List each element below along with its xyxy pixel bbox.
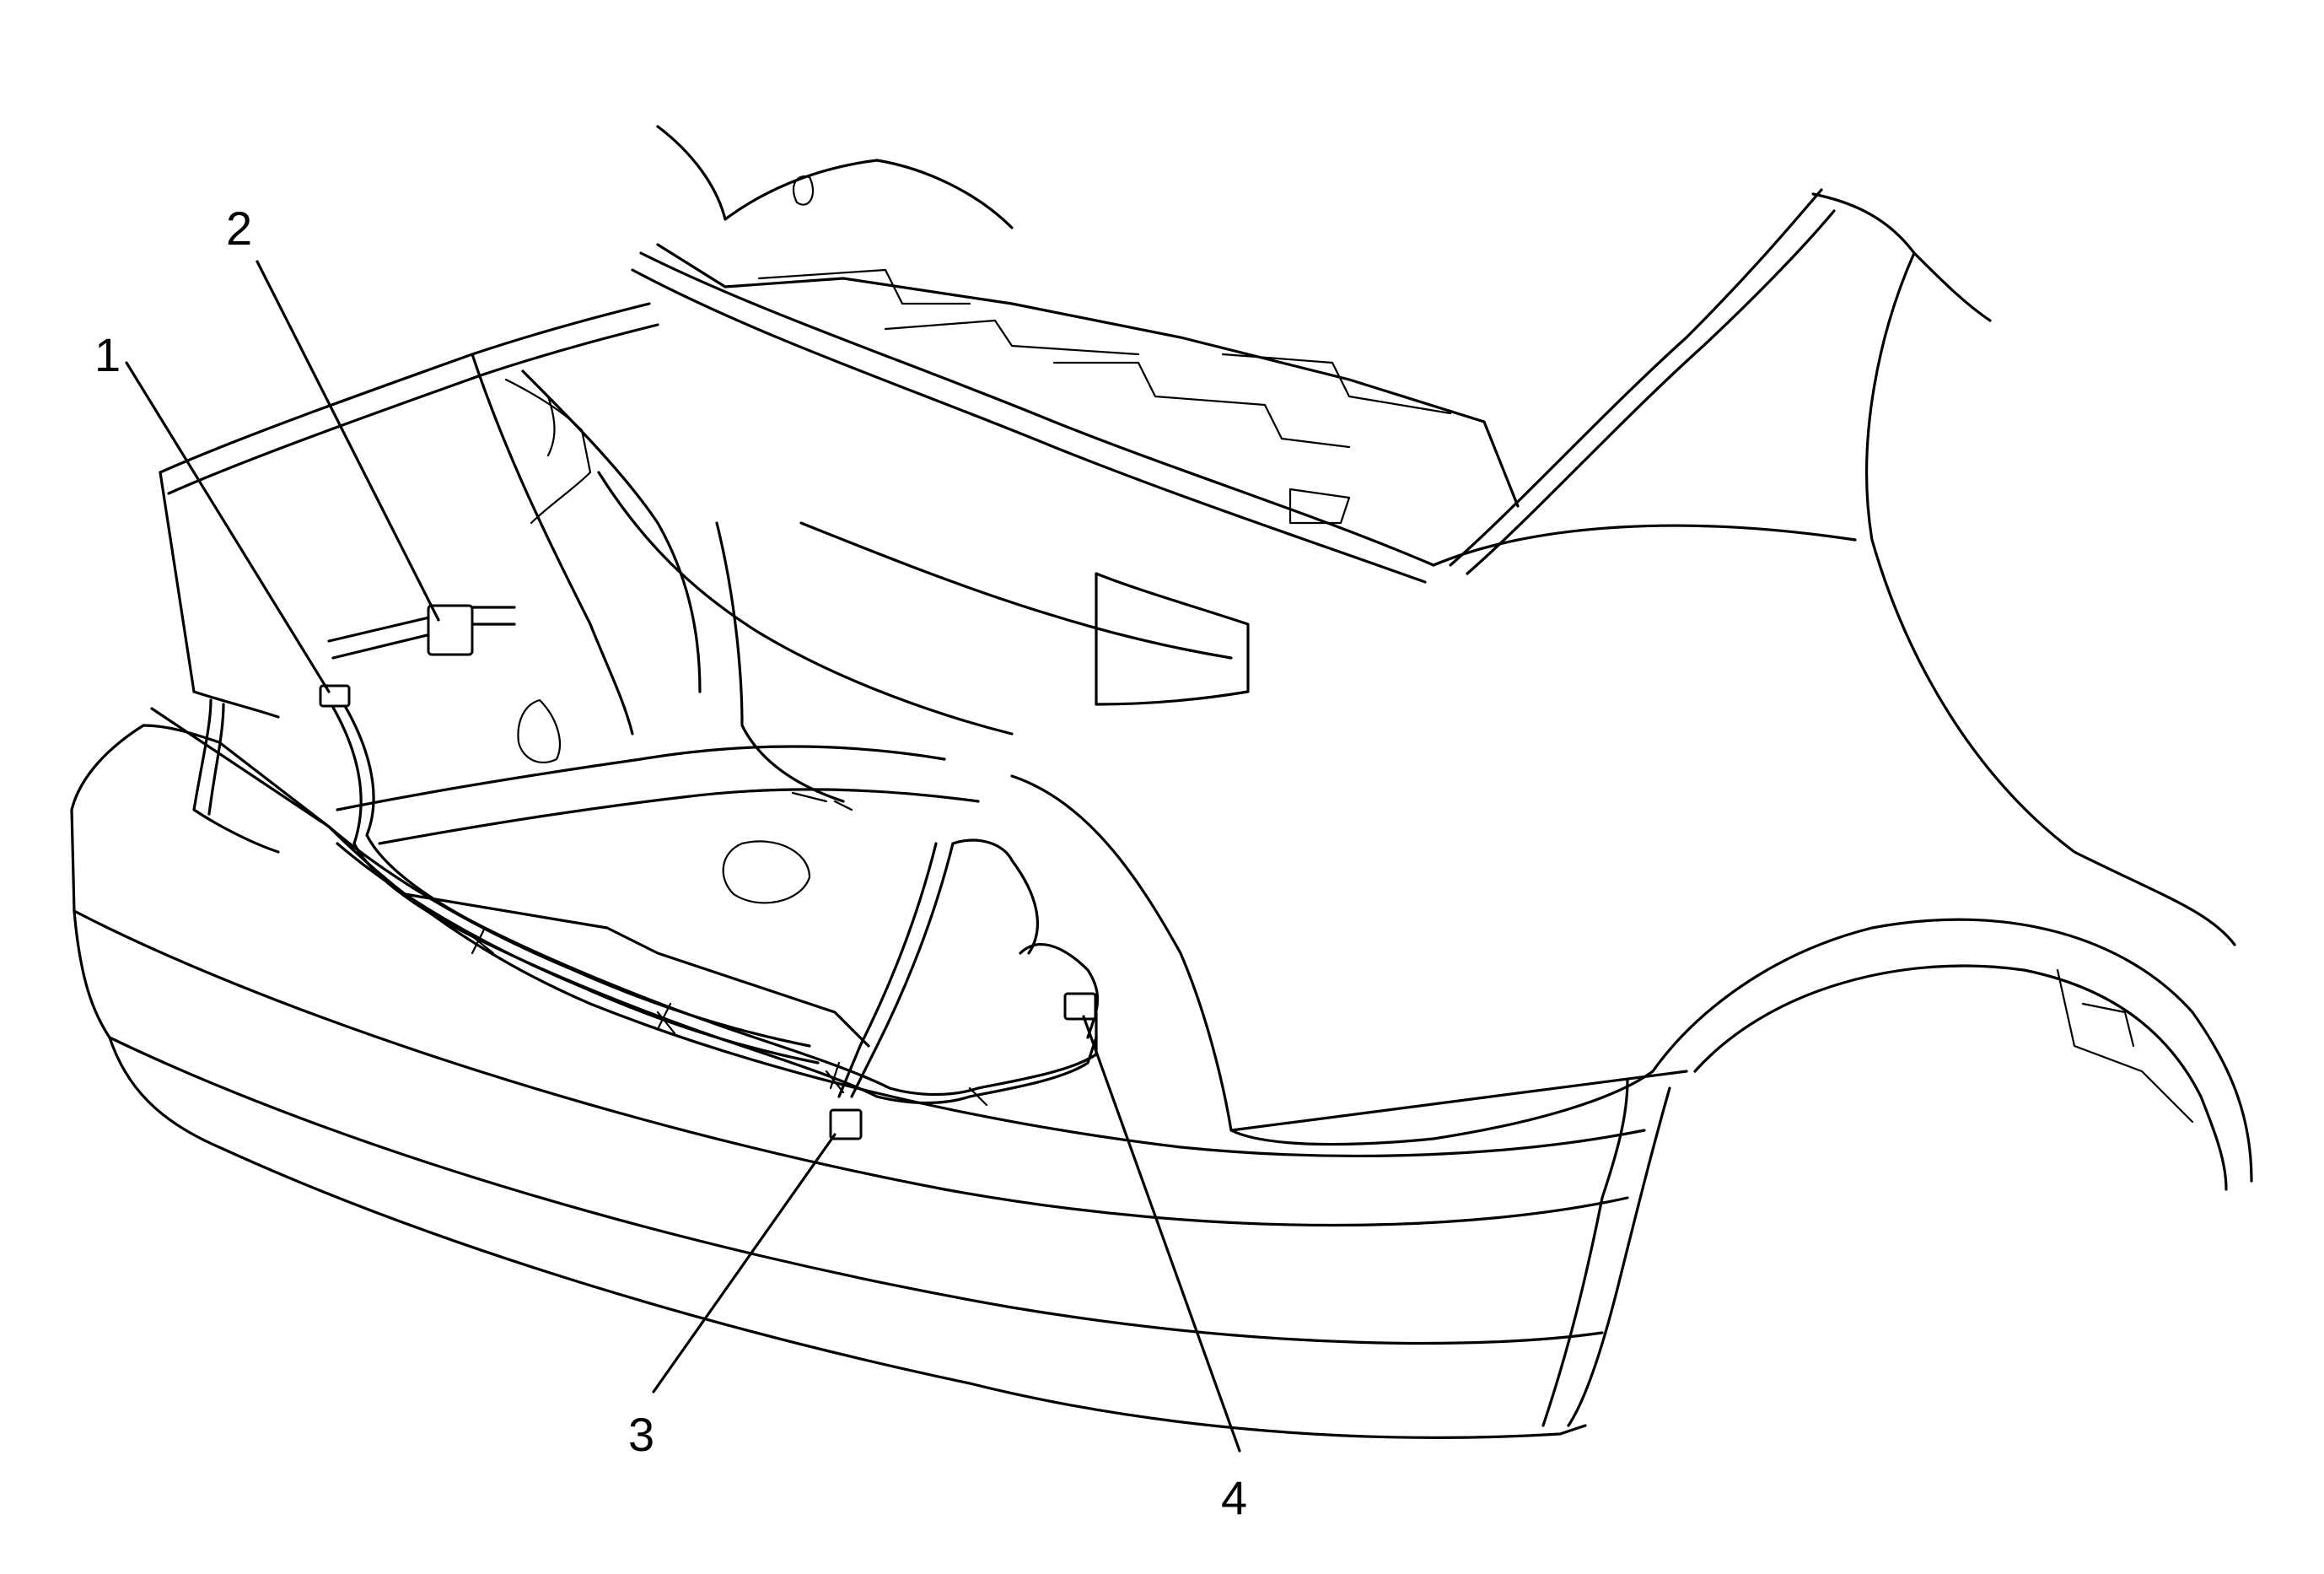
- leader-1: [125, 361, 331, 693]
- connector-4: [1063, 992, 1097, 1021]
- connector-2: [427, 604, 474, 656]
- leader-3: [652, 1133, 837, 1393]
- wiring-harness: [192, 606, 1100, 1107]
- callout-2: 2: [226, 202, 252, 255]
- callout-labels: 1 2 3 4: [94, 202, 1247, 1524]
- callout-3: 3: [628, 1408, 654, 1461]
- rear-closure-panel: [327, 825, 870, 1065]
- connectors: [319, 604, 1097, 1140]
- leader-2: [256, 260, 440, 622]
- callout-1: 1: [94, 328, 121, 381]
- trunk-compartment: [159, 302, 1250, 904]
- quarter-panel: [1010, 188, 2253, 1427]
- connector-3: [829, 1108, 863, 1140]
- package-shelf: [631, 125, 1520, 584]
- callout-4: 4: [1221, 1471, 1247, 1524]
- callout-leaders: [125, 260, 1241, 1453]
- connector-1: [319, 684, 351, 708]
- leader-4: [1082, 1015, 1241, 1453]
